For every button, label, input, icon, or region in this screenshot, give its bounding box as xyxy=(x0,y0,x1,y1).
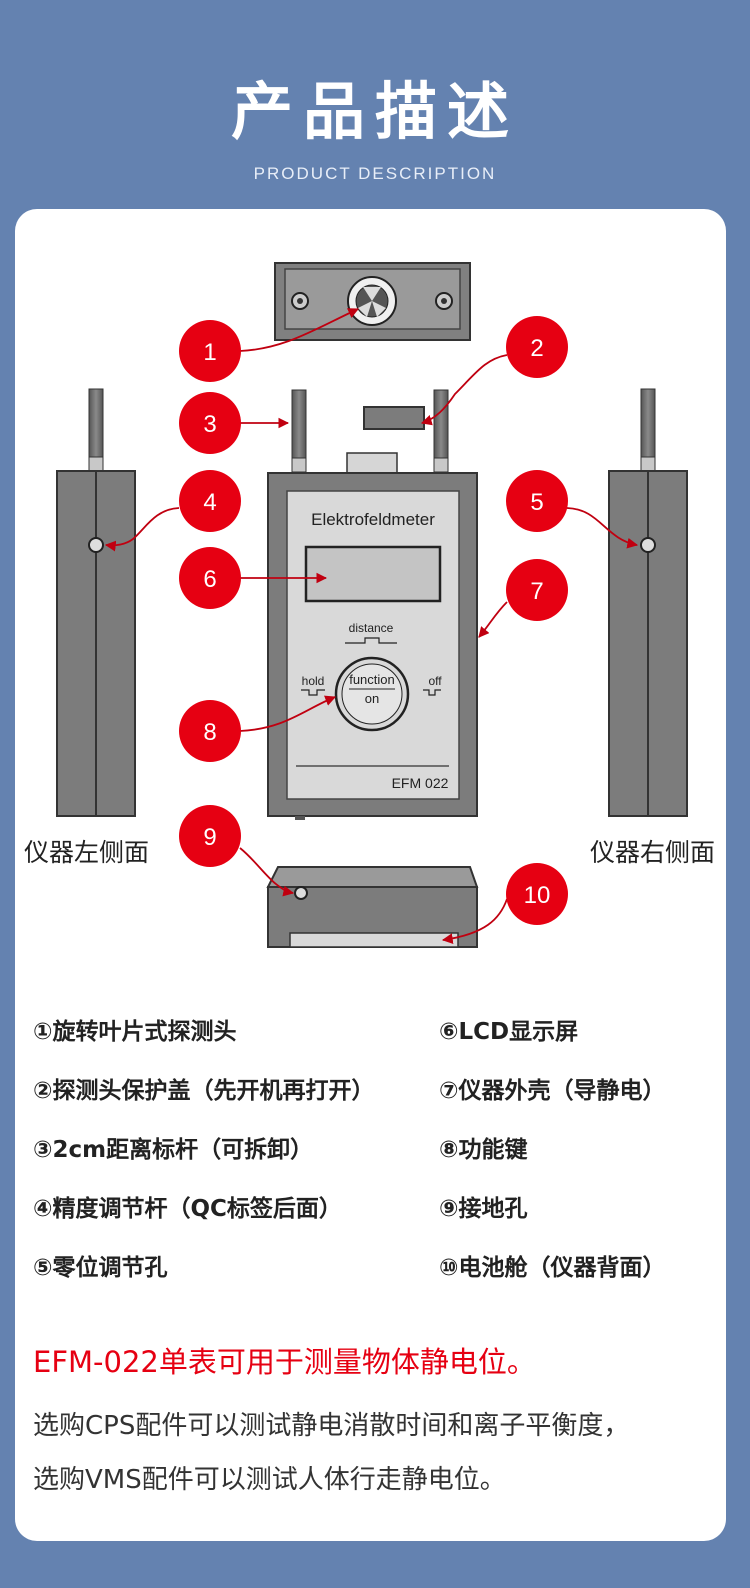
callout-1: 1 xyxy=(179,320,241,382)
callout-7: 7 xyxy=(506,559,568,621)
distance-label: distance xyxy=(349,621,394,635)
svg-text:6: 6 xyxy=(203,566,216,593)
feature-item: ⑦仪器外壳（导静电） xyxy=(439,1078,666,1104)
callout-2: 2 xyxy=(506,316,568,378)
on-button-label: on xyxy=(365,691,379,706)
callout-8: 8 xyxy=(179,700,241,762)
svg-text:2: 2 xyxy=(530,335,543,362)
callout-5: 5 xyxy=(506,470,568,532)
feature-item: ④精度调节杆（QC标签后面） xyxy=(33,1196,342,1222)
left-side-label: 仪器左侧面 xyxy=(24,838,150,867)
left-side-view xyxy=(56,388,136,817)
front-view: Elektrofeldmeter distance function on ho… xyxy=(267,389,478,820)
svg-text:4: 4 xyxy=(203,489,216,516)
function-button-label: function xyxy=(349,672,395,687)
description-line: 选购CPS配件可以测试静电消散时间和离子平衡度， xyxy=(33,1411,630,1441)
top-view xyxy=(274,262,471,341)
page-title: 产品描述 xyxy=(230,75,519,148)
summary-text: EFM-022单表可用于测量物体静电位。 xyxy=(33,1345,536,1379)
bottom-view xyxy=(266,866,479,948)
right-side-label: 仪器右侧面 xyxy=(590,838,716,867)
content-card: Elektrofeldmeter distance function on ho… xyxy=(15,209,726,1541)
device-name-label: Elektrofeldmeter xyxy=(311,510,435,529)
svg-text:5: 5 xyxy=(530,489,543,516)
feature-item: ③2cm距离标杆（可拆卸） xyxy=(33,1137,314,1163)
callout-arrows xyxy=(104,308,639,944)
svg-text:7: 7 xyxy=(530,578,543,605)
model-label: EFM 022 xyxy=(392,775,449,791)
feature-item: ②探测头保护盖（先开机再打开） xyxy=(33,1078,375,1104)
svg-text:1: 1 xyxy=(203,339,216,366)
callout-10: 10 xyxy=(506,863,568,925)
feature-item: ①旋转叶片式探测头 xyxy=(33,1019,237,1045)
feature-item: ⑥LCD显示屏 xyxy=(439,1019,579,1045)
feature-item: ⑧功能键 xyxy=(439,1137,528,1163)
description-line: 选购VMS配件可以测试人体行走静电位。 xyxy=(33,1465,506,1495)
page-subtitle: PRODUCT DESCRIPTION xyxy=(253,164,497,183)
callout-6: 6 xyxy=(179,547,241,609)
feature-item: ⑤零位调节孔 xyxy=(33,1255,168,1281)
right-side-view xyxy=(608,388,688,817)
off-label: off xyxy=(428,674,442,688)
svg-text:10: 10 xyxy=(524,882,551,909)
svg-text:8: 8 xyxy=(203,719,216,746)
svg-text:3: 3 xyxy=(203,411,216,438)
device-diagram: Elektrofeldmeter distance function on ho… xyxy=(56,262,688,948)
svg-text:9: 9 xyxy=(203,824,216,851)
feature-item: ⑩电池舱（仪器背面） xyxy=(439,1255,666,1281)
callout-4: 4 xyxy=(179,470,241,532)
callout-3: 3 xyxy=(179,392,241,454)
callout-badges: 1 2 3 4 5 6 7 xyxy=(179,316,568,925)
callout-9: 9 xyxy=(179,805,241,867)
feature-item: ⑨接地孔 xyxy=(439,1196,528,1222)
hold-label: hold xyxy=(302,674,325,688)
